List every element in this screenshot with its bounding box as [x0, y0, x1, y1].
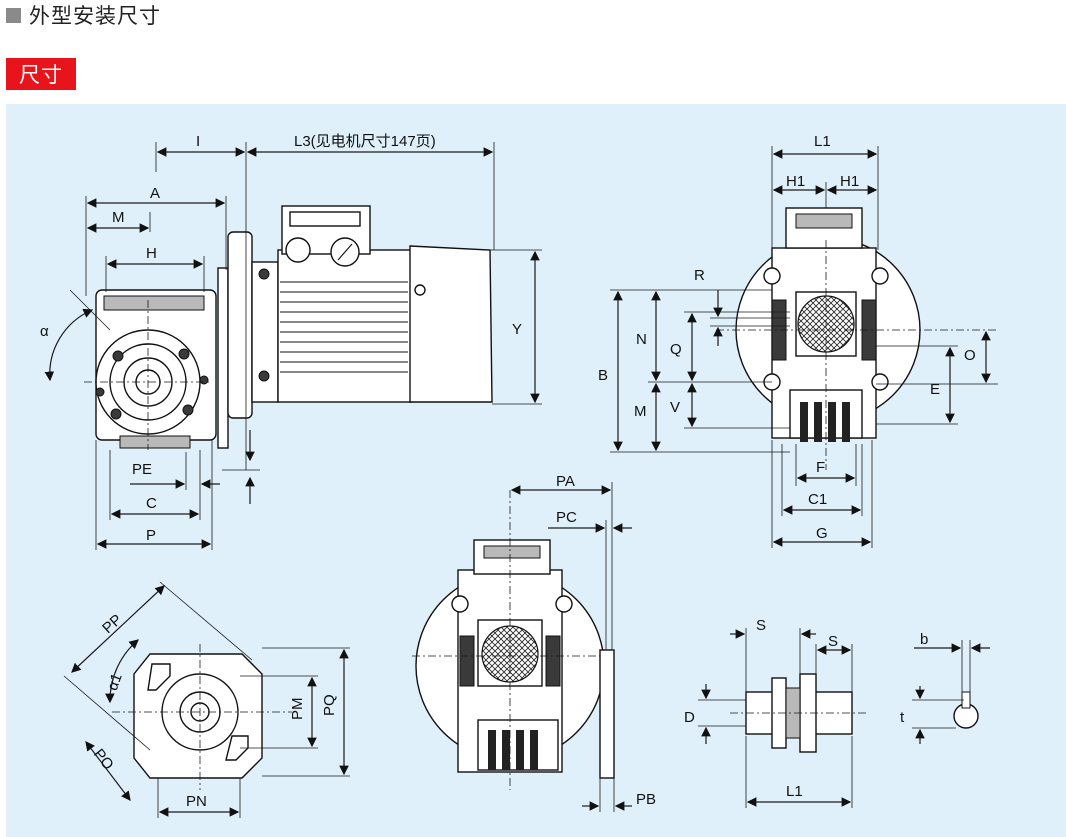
label-S1: S: [756, 617, 766, 634]
label-M2: M: [634, 403, 647, 420]
label-M: M: [112, 209, 125, 226]
label-V: V: [670, 399, 680, 416]
label-R: R: [694, 267, 705, 284]
label-PM: PM: [289, 698, 306, 721]
label-t: t: [900, 709, 905, 726]
label-PB: PB: [636, 791, 656, 808]
label-PA: PA: [556, 473, 575, 490]
section-title: 外型安装尺寸: [29, 4, 161, 28]
label-Q: Q: [670, 341, 682, 358]
label-PC: PC: [556, 509, 577, 526]
label-PP: PP: [99, 611, 125, 637]
label-C1: C1: [808, 491, 827, 508]
dimensions-badge: 尺寸: [6, 58, 76, 90]
label-alpha: α: [40, 323, 49, 340]
section-header: 外型安装尺寸: [6, 0, 161, 30]
label-N: N: [636, 331, 647, 348]
label-b: b: [920, 631, 928, 648]
label-L1: L1: [814, 133, 831, 150]
label-B: B: [598, 367, 608, 384]
square-bullet-icon: [6, 7, 21, 23]
flange-view: [412, 482, 632, 812]
side-view: [44, 142, 542, 550]
shaft-view: [698, 628, 866, 808]
label-A: A: [150, 185, 160, 202]
label-S2: S: [828, 633, 838, 650]
label-H1a: H1: [786, 173, 805, 190]
label-Y: Y: [512, 321, 522, 338]
label-I: I: [196, 133, 200, 150]
label-G: G: [816, 525, 828, 542]
label-PN: PN: [186, 793, 207, 810]
label-D: D: [684, 709, 695, 726]
label-L1b: L1: [786, 783, 803, 800]
label-C: C: [146, 495, 157, 512]
label-PE: PE: [132, 461, 152, 478]
label-PQ: PQ: [321, 694, 338, 716]
flange-detail-view: [63, 581, 350, 818]
label-PO: PO: [90, 746, 117, 774]
label-F: F: [816, 459, 825, 476]
label-alpha1: α1: [104, 671, 126, 693]
label-P: P: [146, 527, 156, 544]
keyway-view: [912, 640, 990, 744]
label-L3: L3(见电机尺寸147页): [294, 133, 436, 150]
front-view: [610, 146, 998, 548]
label-O: O: [964, 347, 976, 364]
label-H1b: H1: [840, 173, 859, 190]
label-E: E: [930, 381, 940, 398]
label-H: H: [146, 245, 157, 262]
